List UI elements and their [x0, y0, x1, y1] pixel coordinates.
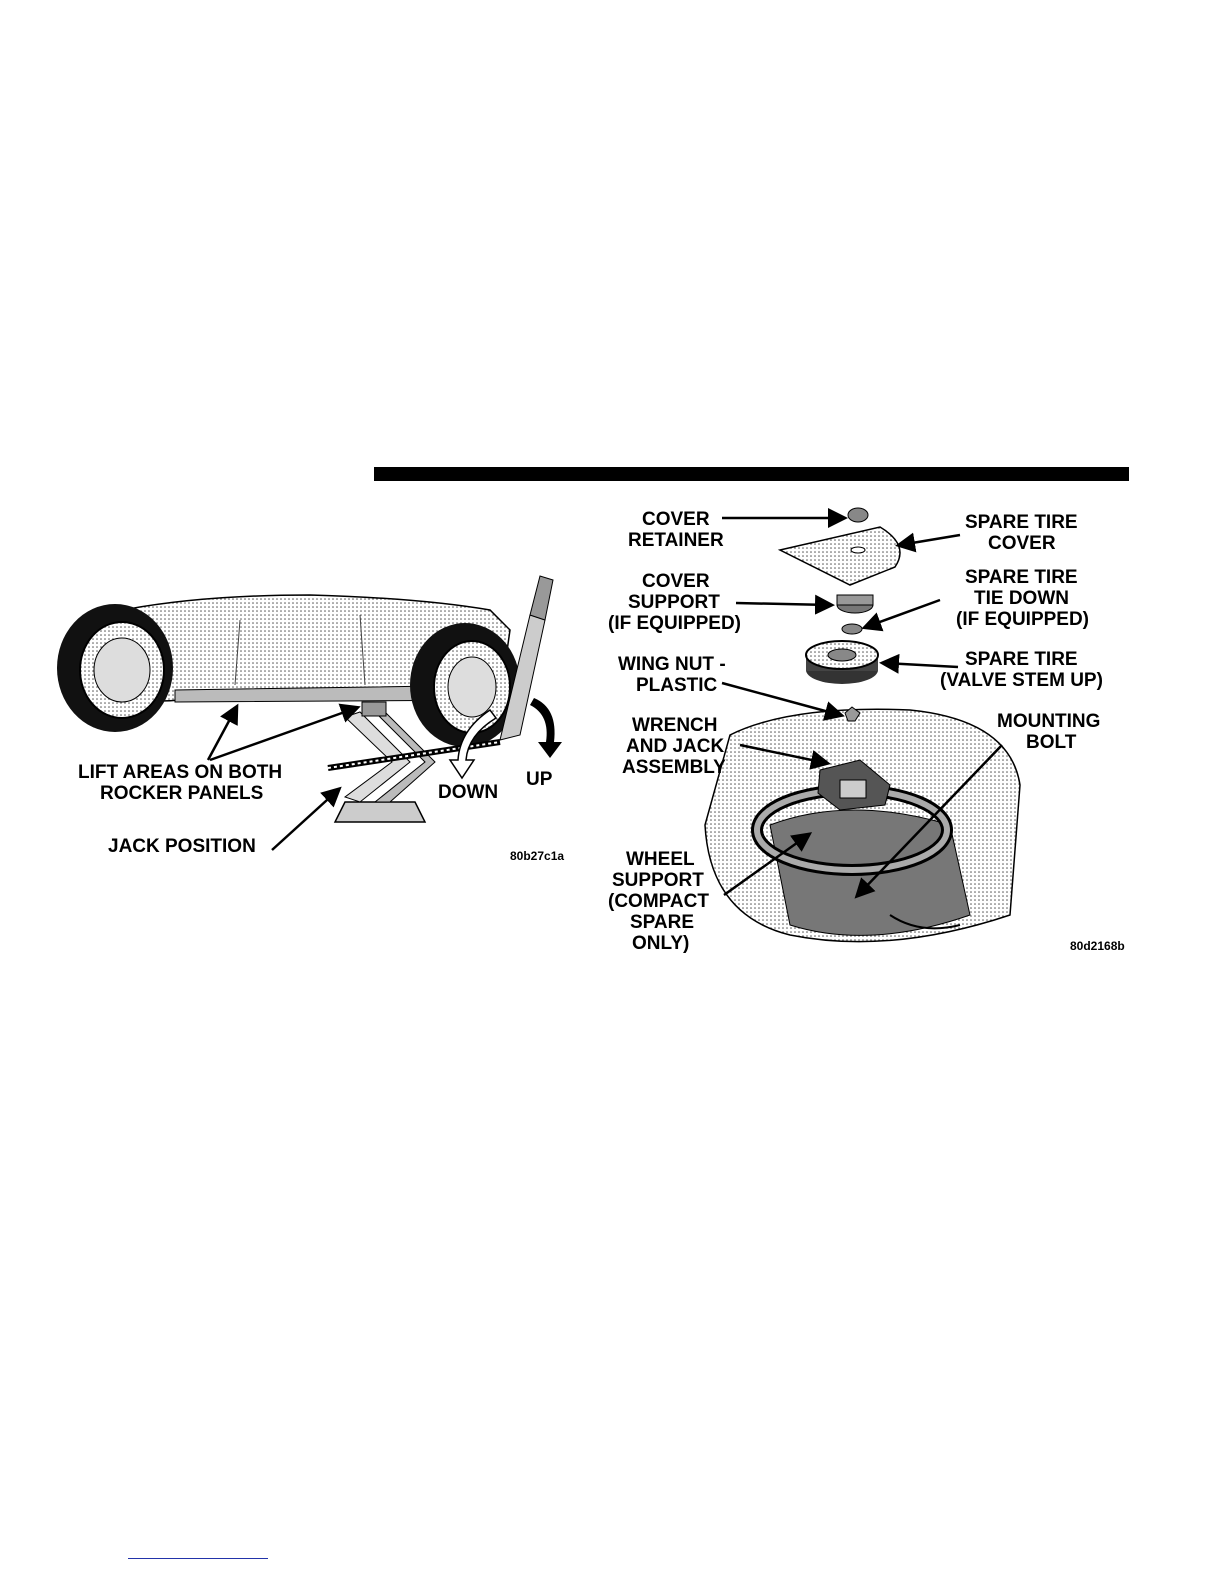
spare-tire-cover-illustration — [780, 527, 900, 585]
label-down: DOWN — [438, 782, 498, 803]
label-wheel-support-1: WHEEL — [626, 849, 695, 870]
label-wheel-support-4: SPARE — [630, 912, 694, 933]
label-wheel-support-2: SUPPORT — [612, 870, 704, 891]
label-cover-support-1: COVER — [642, 571, 710, 592]
section-rule — [374, 467, 1129, 481]
label-wheel-support-5: ONLY) — [632, 933, 689, 954]
trunk-well-illustration — [705, 709, 1020, 941]
label-mounting-2: BOLT — [1026, 732, 1077, 753]
label-jack-position: JACK POSITION — [108, 836, 256, 857]
label-cover-support-3: (IF EQUIPPED) — [608, 613, 741, 634]
footer-link-underline — [128, 1558, 268, 1559]
label-mounting-1: MOUNTING — [997, 711, 1100, 732]
label-spare-cover-1: SPARE TIRE — [965, 512, 1078, 533]
figure-code-right: 80d2168b — [1070, 939, 1125, 953]
tie-down-illustration — [842, 624, 862, 634]
spare-tire-illustration — [806, 641, 878, 684]
figure-code-left: 80b27c1a — [510, 849, 564, 863]
label-tie-down-2: TIE DOWN — [974, 588, 1069, 609]
label-wrench-2: AND JACK — [626, 736, 724, 757]
label-tie-down-3: (IF EQUIPPED) — [956, 609, 1089, 630]
label-spare-tire-2: (VALVE STEM UP) — [940, 670, 1103, 691]
label-wheel-support-3: (COMPACT — [608, 891, 709, 912]
front-wheel-illustration — [57, 604, 173, 732]
label-spare-tire-1: SPARE TIRE — [965, 649, 1078, 670]
label-lift-areas-2: ROCKER PANELS — [100, 783, 263, 804]
label-wrench-3: ASSEMBLY — [622, 757, 726, 778]
label-cover-retainer-2: RETAINER — [628, 530, 724, 551]
label-wing-nut-2: PLASTIC — [636, 675, 718, 696]
label-lift-areas-1: LIFT AREAS ON BOTH — [78, 762, 282, 783]
label-up: UP — [526, 769, 553, 790]
label-cover-retainer-1: COVER — [642, 509, 710, 530]
label-cover-support-2: SUPPORT — [628, 592, 720, 613]
label-wrench-1: WRENCH — [632, 715, 718, 736]
cover-retainer-illustration — [848, 508, 868, 522]
spare-tire-stowage-diagram: COVER RETAINER COVER SUPPORT (IF EQUIPPE… — [590, 495, 1130, 960]
label-spare-cover-2: COVER — [988, 533, 1056, 554]
jacking-diagram: LIFT AREAS ON BOTH ROCKER PANELS JACK PO… — [60, 590, 570, 870]
cover-support-illustration — [837, 595, 873, 613]
label-wing-nut-1: WING NUT - — [618, 654, 726, 675]
up-arrow-icon — [530, 698, 562, 758]
label-tie-down-1: SPARE TIRE — [965, 567, 1078, 588]
